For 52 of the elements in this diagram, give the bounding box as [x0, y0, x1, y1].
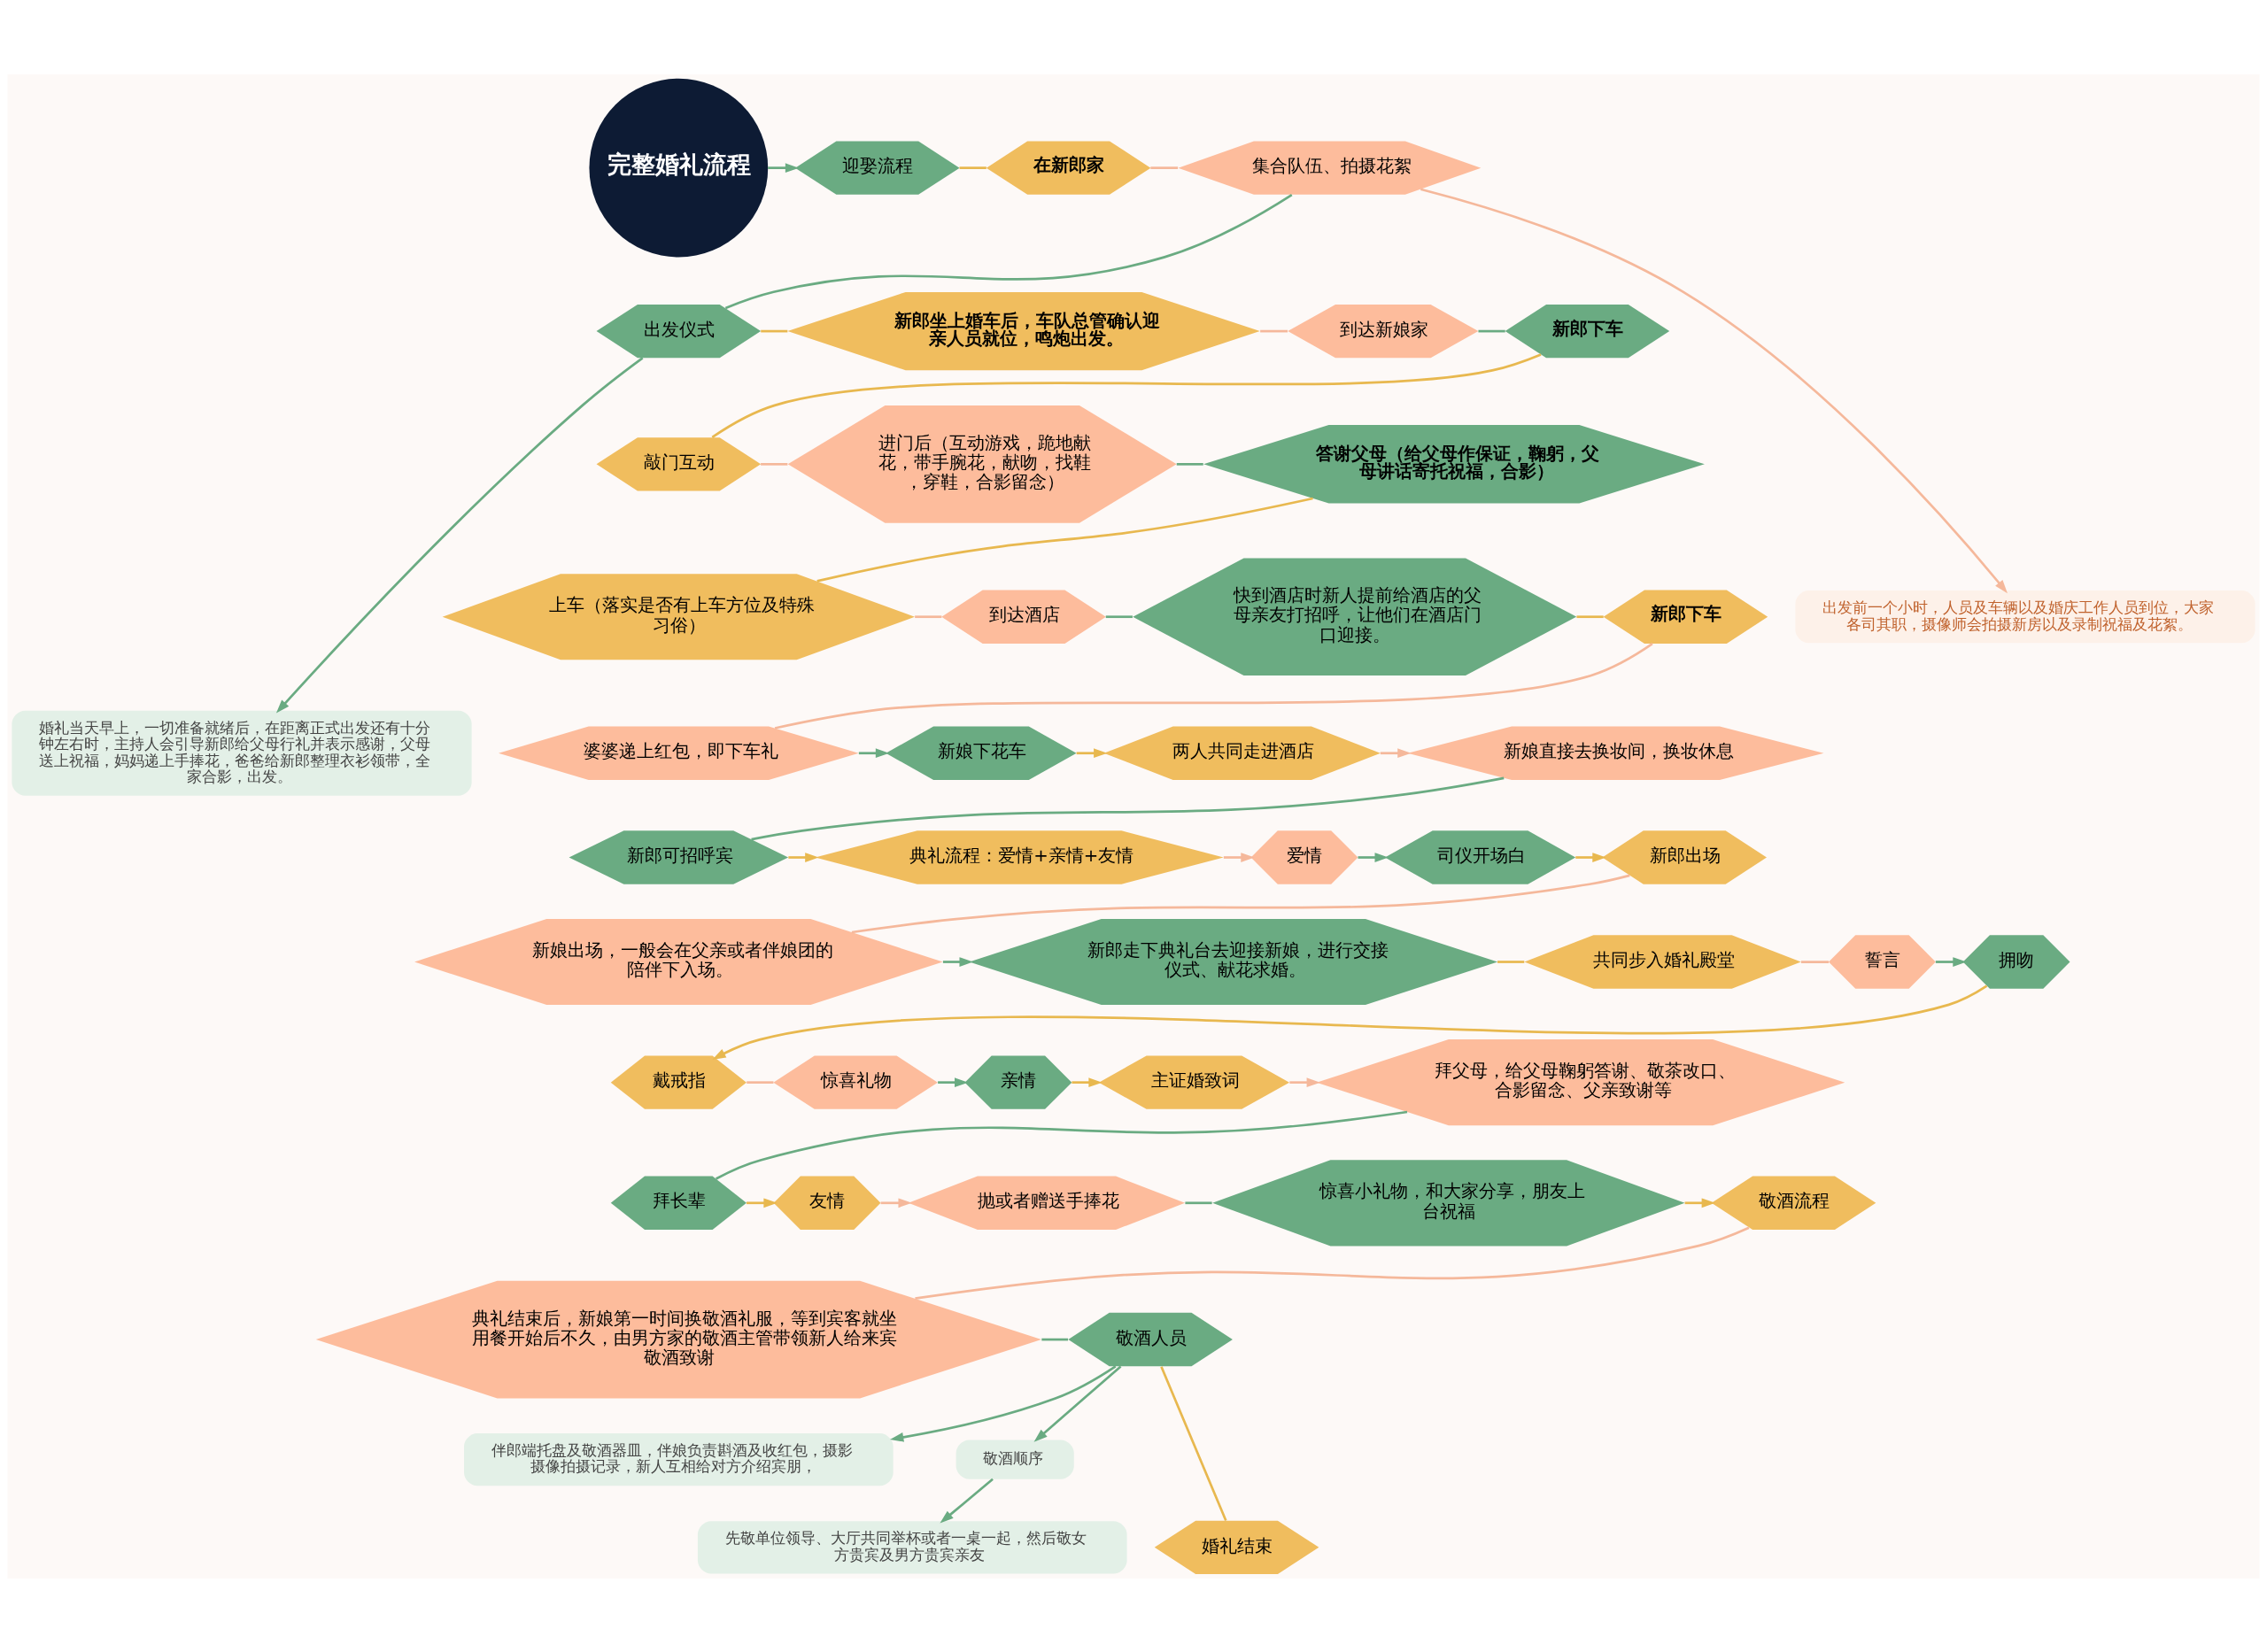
- arrow: [768, 162, 800, 173]
- connector: [851, 874, 1630, 933]
- connector: [1497, 960, 1525, 963]
- connector: [1800, 960, 1829, 963]
- connector: [816, 497, 1313, 583]
- node-box: 伴郎端托盘及敬酒器皿，伴娘负责斟酒及收红包，摄影摄像拍摄记录，新人互相给对方介绍宾朋，: [464, 1432, 894, 1486]
- arrow: [858, 747, 890, 758]
- connector: [1176, 462, 1203, 466]
- connector: [711, 352, 1542, 438]
- connector: [1478, 329, 1505, 332]
- connector: [915, 614, 942, 618]
- arrow: [1575, 852, 1606, 862]
- arrow: [1380, 747, 1412, 758]
- arrow: [1076, 747, 1108, 758]
- node-box: 敬酒顺序: [956, 1439, 1074, 1479]
- node-circle: 完整婚礼流程: [589, 78, 769, 257]
- arrow: [1223, 852, 1255, 862]
- connector: [959, 166, 986, 169]
- node-box: 出发前一个小时，人员及车辆以及婚庆工作人员到位，大家各司其职，摄像师会拍摄新房以及录制祝福及花絮。: [1795, 590, 2255, 643]
- connector: [1041, 1338, 1069, 1340]
- arrow: [747, 1197, 778, 1208]
- arrow: [940, 1478, 994, 1524]
- connector: [1105, 614, 1133, 618]
- arrow: [712, 984, 1988, 1060]
- connector: [1576, 614, 1604, 618]
- arrow: [942, 956, 973, 967]
- connector: [751, 776, 1505, 840]
- connector: [1160, 1365, 1227, 1521]
- arrow: [938, 1077, 969, 1087]
- arrow: [1358, 852, 1389, 862]
- arrow: [1072, 1077, 1103, 1087]
- arrow: [1033, 1364, 1122, 1442]
- connector: [761, 329, 788, 332]
- connector: [1185, 1200, 1212, 1204]
- connector: [774, 642, 1653, 730]
- node-box: 婚礼当天早上，一切准备就绪后，在距离正式出发还有十分钟左右时，主持人会引导新郎给父母行礼并表示感谢，父母送上祝福，妈妈递上手捧花，爸爸给新郎整理衣衫领带，全家合影，出发。: [12, 710, 472, 796]
- arrow: [1684, 1197, 1715, 1208]
- arrow: [1289, 1077, 1320, 1087]
- arrow: [275, 356, 644, 714]
- connector: [747, 1080, 774, 1084]
- arrow: [788, 852, 819, 862]
- arrow: [890, 1364, 1117, 1442]
- arrow: [1935, 956, 1967, 967]
- node-box: 先敬单位领导、大厅共同举杯或者一桌一起，然后敬女方贵宾及男方贵宾亲友: [697, 1520, 1127, 1573]
- connector: [761, 462, 788, 466]
- arrow: [1420, 188, 2008, 593]
- connector: [915, 1225, 1750, 1300]
- connector: [1150, 166, 1179, 169]
- connector: [716, 1110, 1408, 1180]
- connector: [724, 193, 1293, 309]
- connector: [1260, 329, 1288, 332]
- arrow: [880, 1197, 912, 1208]
